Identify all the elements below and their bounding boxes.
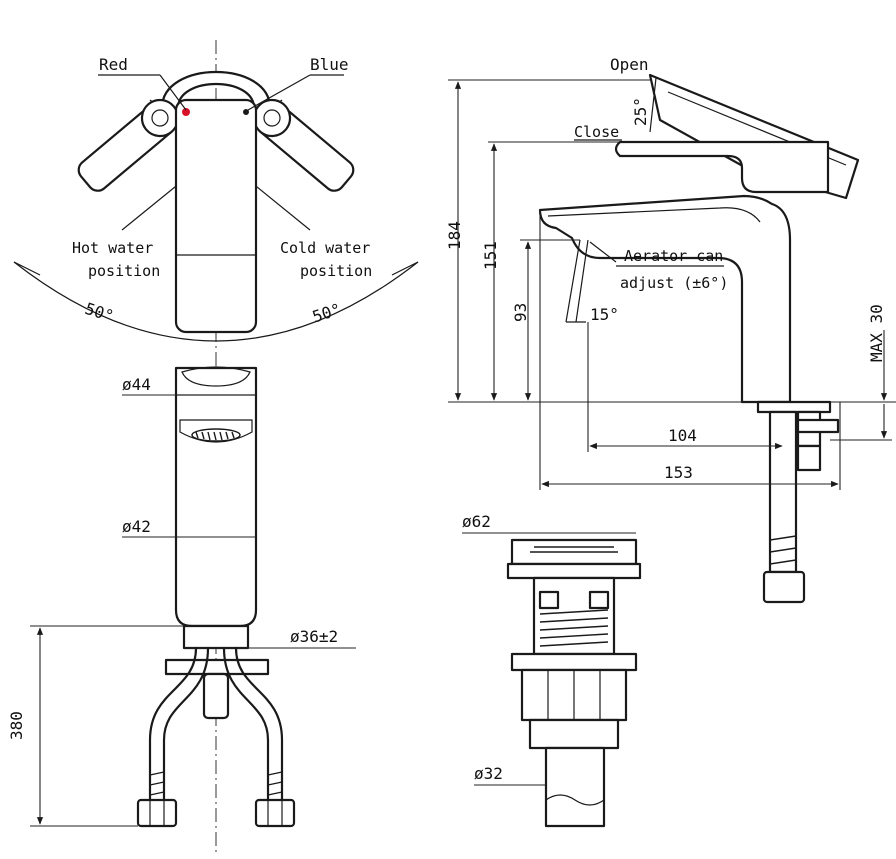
dim-36: ø36±2 (290, 627, 338, 646)
faucet-body-front (174, 366, 258, 628)
side-hose-nut (762, 570, 806, 604)
waste-thread (539, 609, 609, 647)
dim-380: 380 (7, 711, 26, 740)
rotation-arc (13, 261, 419, 342)
waste-thread-body (532, 576, 616, 656)
mounting-shank (182, 624, 250, 650)
dim-max: MAX 30 (867, 304, 886, 362)
dim-151: 151 (481, 241, 500, 270)
angle-aerator: 15° (590, 305, 619, 324)
dim-153: 153 (664, 463, 693, 482)
side-view: Aerator can adjust (±6°) 15° Open 25° Cl… (445, 55, 896, 604)
aerator-mesh (191, 428, 241, 442)
hose-left-outer (148, 646, 198, 802)
waste-view: ø62 ø32 (462, 512, 642, 828)
label-blue: Blue (310, 55, 349, 74)
side-bracket (796, 418, 840, 434)
waste-flange (506, 562, 642, 580)
waste-lower-ring (528, 718, 620, 750)
dim-104: 104 (668, 426, 697, 445)
dim-93: 93 (511, 303, 530, 322)
side-base-plate (756, 400, 832, 414)
label-hot-2: position (88, 262, 160, 280)
waste-break-line (545, 794, 605, 806)
angle-right: 50° (310, 299, 343, 326)
aerator-leader (589, 241, 617, 263)
lever-close (614, 140, 830, 194)
label-cold-1: Cold water (280, 239, 370, 257)
hose-nut-right (254, 798, 296, 828)
dim-62: ø62 (462, 512, 491, 531)
label-hot-1: Hot water (72, 239, 153, 257)
arc-end-left (13, 261, 41, 276)
angle-open: 25° (631, 97, 650, 126)
label-open: Open (610, 55, 649, 74)
arc-end-right (391, 261, 419, 276)
cold-marker-dot (243, 109, 249, 115)
fixing-plate (164, 658, 270, 676)
dim-42: ø42 (122, 517, 151, 536)
hose-nut-left (136, 798, 178, 828)
dim-44: ø44 (122, 375, 151, 394)
fixing-rod (202, 672, 230, 720)
red-leader (159, 74, 187, 111)
angle-left: 50° (83, 299, 116, 326)
hose-right-inner (222, 646, 270, 802)
aerator-label-2: adjust (±6°) (620, 274, 728, 292)
waste-clip-right (588, 590, 610, 610)
hose-left-inner (162, 646, 210, 802)
handle-hot (77, 98, 180, 192)
aerator-label-1: Aerator can (624, 247, 723, 265)
dim-184: 184 (445, 221, 464, 250)
waste-washer (510, 652, 638, 672)
body-top-cap (181, 366, 251, 387)
front-view: Red Blue Hot water position Cold water p… (7, 40, 419, 852)
aerator-front (179, 419, 253, 443)
aerator-tilt (575, 239, 589, 323)
blue-leader (247, 74, 311, 111)
hot-marker-dot (182, 108, 190, 116)
hose-right-outer (234, 646, 284, 802)
label-cold-2: position (300, 262, 372, 280)
lever-center (174, 98, 258, 334)
waste-tail (544, 746, 606, 828)
label-red: Red (99, 55, 128, 74)
handle-cold (252, 98, 355, 192)
faucet-body-side (538, 194, 792, 404)
open-arc (649, 77, 657, 133)
label-close: Close (574, 123, 619, 141)
side-nut-2 (796, 444, 822, 472)
dim-32: ø32 (474, 764, 503, 783)
aerator-axis (565, 239, 581, 323)
waste-clip-left (538, 590, 560, 610)
